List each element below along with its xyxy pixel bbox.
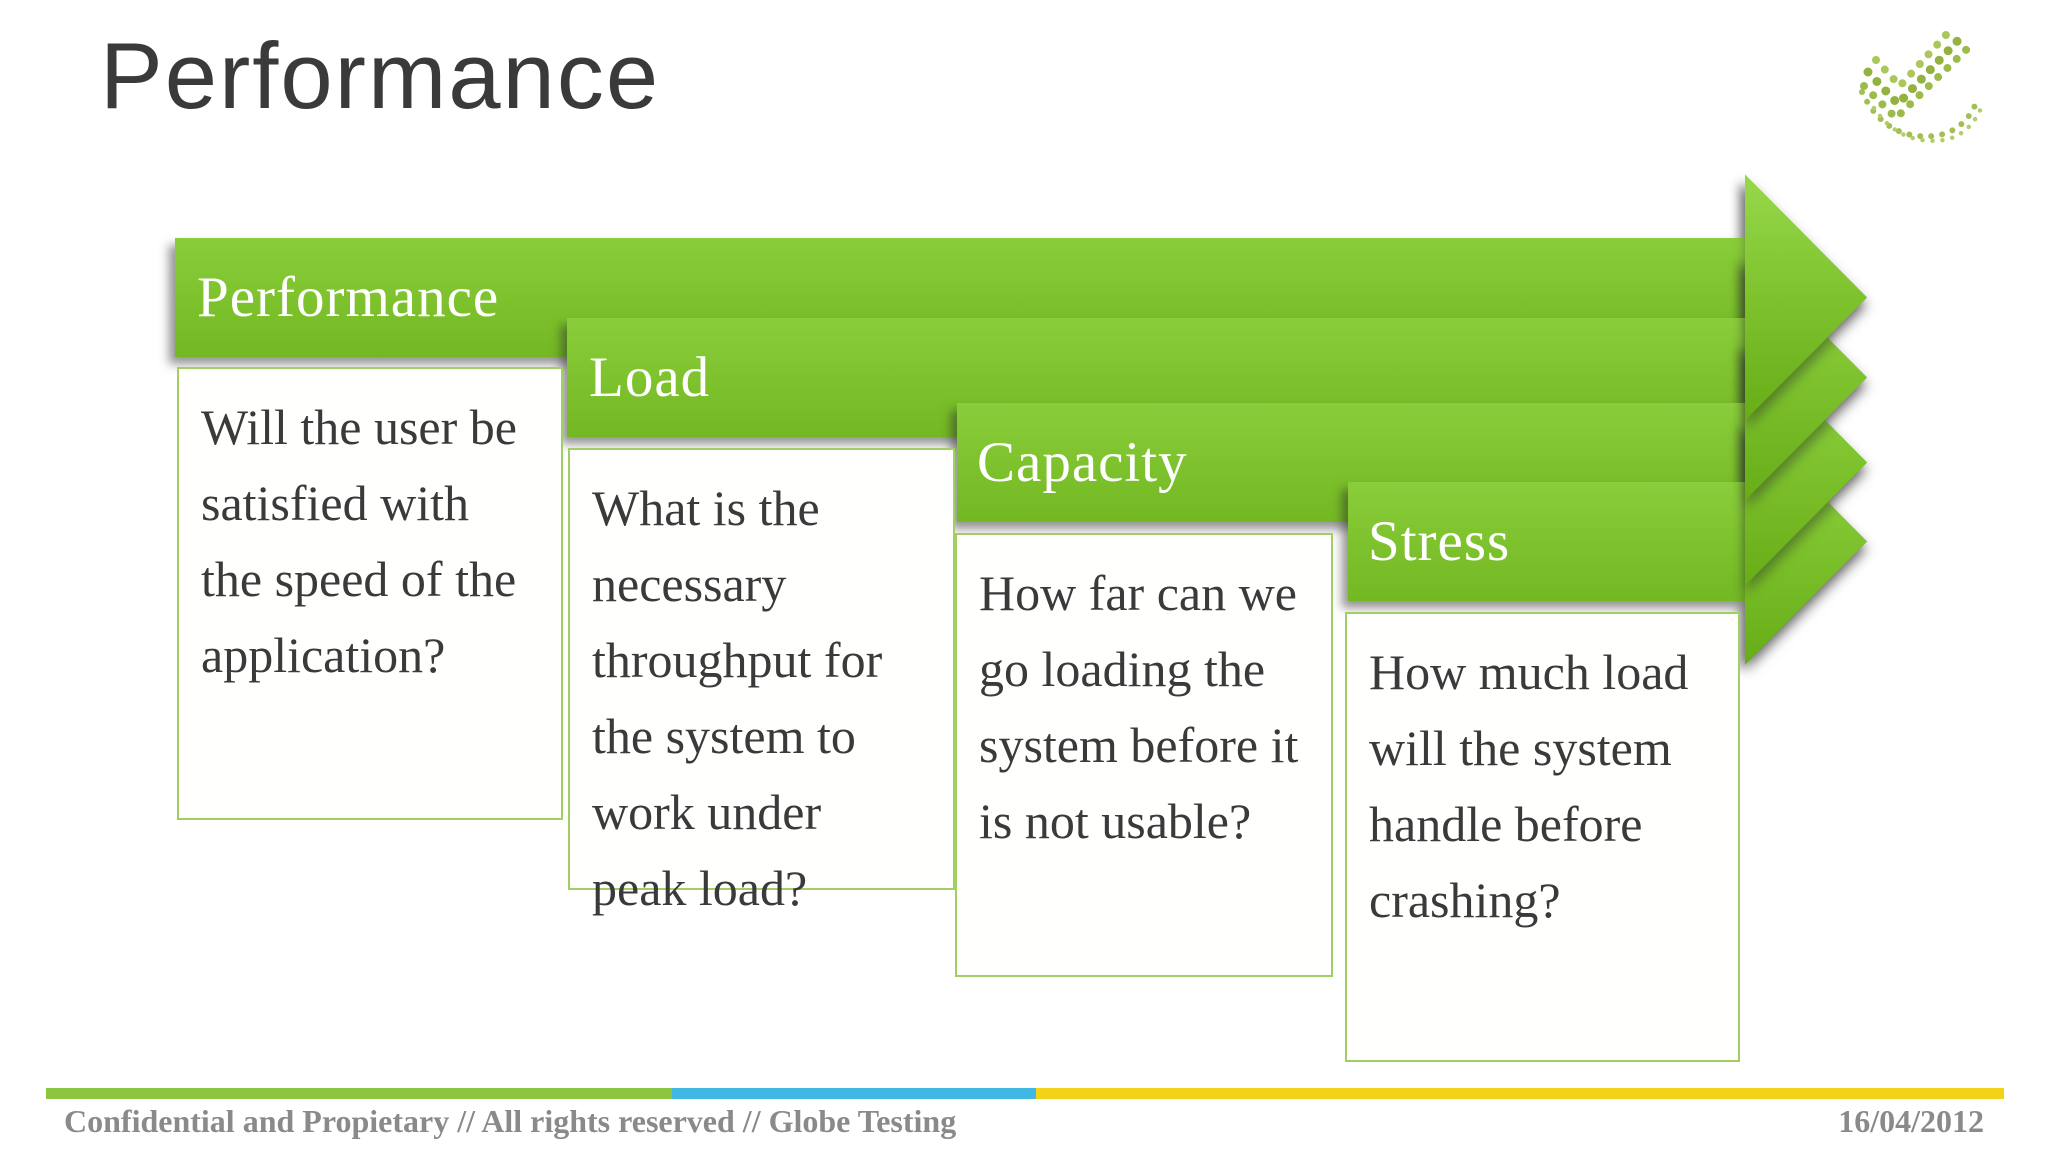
question-text-performance: Will the user be satisfied with the spee… (201, 399, 517, 683)
question-box-stress: How much load will the system handle bef… (1345, 612, 1740, 1062)
question-text-load: What is the necessary throughput for the… (592, 480, 883, 916)
arrow-head-load (1745, 254, 1867, 501)
question-text-stress: How much load will the system handle bef… (1369, 644, 1689, 928)
footer-date: 16/04/2012 (1838, 1103, 1984, 1139)
arrow-head-capacity (1745, 339, 1867, 586)
footer-bar-green (46, 1088, 672, 1099)
arrow-label-performance: Performance (197, 266, 500, 329)
question-box-performance: Will the user be satisfied with the spee… (177, 367, 563, 820)
footer-confidential-text: Confidential and Propietary // All right… (64, 1103, 957, 1139)
question-text-capacity: How far can we go loading the system bef… (979, 565, 1299, 849)
question-box-load: What is the necessary throughput for the… (568, 448, 955, 916)
arrow-label-stress: Stress (1368, 510, 1511, 573)
footer-bar-blue (672, 1088, 1036, 1099)
arrow-head-stress (1745, 418, 1867, 665)
arrow-head-performance (1745, 174, 1867, 421)
slide-title: Performance (100, 23, 661, 128)
globe-testing-logo (1859, 22, 1985, 144)
arrow-label-capacity: Capacity (977, 431, 1188, 494)
question-box-capacity: How far can we go loading the system bef… (955, 533, 1333, 977)
arrow-label-load: Load (589, 346, 711, 409)
footer-bar-yellow (1036, 1088, 2004, 1099)
